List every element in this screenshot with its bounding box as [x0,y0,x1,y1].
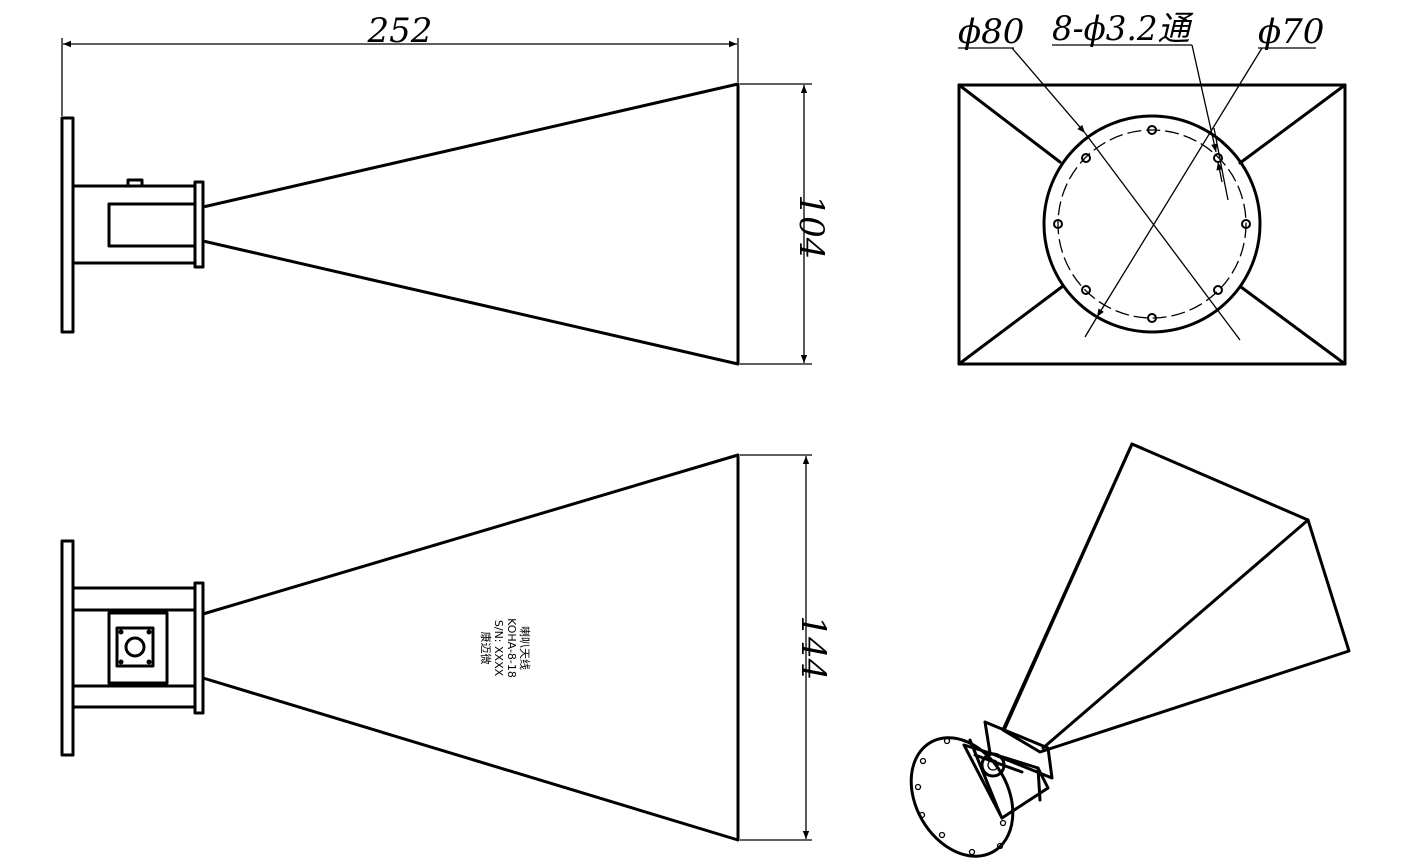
connector-screw [146,659,152,665]
bolt-hole [1147,125,1157,135]
horn-edge [957,83,1062,164]
horn-edge [957,284,1065,366]
hole-callout-line [1223,179,1229,201]
dimension-height-top: 144 [793,616,833,681]
horn-edge [1239,285,1347,366]
leader-holes [1191,44,1218,153]
horn-profile [201,82,740,366]
bolt-hole [1241,219,1251,229]
top-view: 喇叭天线 KOHA-8-18 S/N: XXXX 康迈微 144 [60,453,833,842]
dimension-holes: 8-ϕ3.2通 [1052,9,1194,49]
horn-edge [1238,83,1347,165]
mounting-flange [60,539,75,757]
dimension-length: 252 [367,11,433,51]
waveguide-body [962,743,1050,820]
bolt-hole [1081,285,1091,295]
leader-outer-diameter [1084,132,1241,341]
dimension-height-side: 104 [791,195,831,260]
connector-screw [118,629,124,635]
connector-screw [146,629,152,635]
horn-edge [1041,518,1310,750]
iso-flange-hole [999,819,1007,827]
sma-connector [115,626,155,668]
iso-mounting-flange [909,736,1015,858]
mounting-flange [60,116,75,334]
horn-body [1001,442,1351,754]
waveguide-edge [968,738,1002,816]
horn-flange [983,720,1054,780]
bolt-holes [1053,125,1251,323]
leader-outer-diameter [1011,47,1086,134]
iso-connector [980,752,1006,778]
sma-connector-core [124,636,146,658]
bolt-circle [1057,129,1247,319]
side-view: 252 104 [60,11,831,366]
nameplate-line-4: 康迈微 [479,632,493,665]
connector-nub [126,178,144,188]
iso-flange-hole [943,737,951,745]
horn-flange [193,180,205,269]
iso-flange-hole [914,783,922,791]
bolt-hole [1213,285,1223,295]
iso-flange-hole [918,811,926,819]
aperture-outline [957,83,1347,366]
nameplate-line-3: S/N: XXXX [492,620,505,677]
waveguide-body [71,184,197,265]
leader-pitch-diameter [1096,47,1263,318]
nameplate: 喇叭天线 KOHA-8-18 S/N: XXXX 康迈微 [479,618,532,678]
horn-edge [1003,442,1134,730]
leader-pitch-diameter [1084,316,1098,338]
horn-flange [193,581,205,715]
connector-screw [118,659,124,665]
front-view: ϕ80 8-ϕ3.2通 ϕ70 [957,9,1347,366]
flange-circle [1042,114,1262,334]
dimension-outer-diameter: ϕ80 [958,12,1024,52]
connector-plate [107,611,169,685]
isometric-view [909,442,1351,858]
nameplate-line-2: KOHA-8-18 [505,618,518,678]
iso-flange-hole [968,848,976,856]
waveguide-window [107,202,197,248]
iso-flange-hole [996,842,1004,850]
bolt-hole [1081,153,1091,163]
hole-arrow [1216,161,1223,183]
hole-callout-line [1213,127,1225,181]
nameplate-line-1: 喇叭天线 [518,626,532,670]
horn-profile [201,453,740,842]
waveguide-body [71,586,197,709]
bolt-hole [1147,313,1157,323]
waveguide-edge [1036,766,1042,802]
dimension-pitch-diameter: ϕ70 [1258,12,1324,52]
iso-flange-holes [914,737,1007,856]
bolt-hole [1053,219,1063,229]
iso-flange-hole [938,831,946,839]
iso-flange-hole [919,757,927,765]
